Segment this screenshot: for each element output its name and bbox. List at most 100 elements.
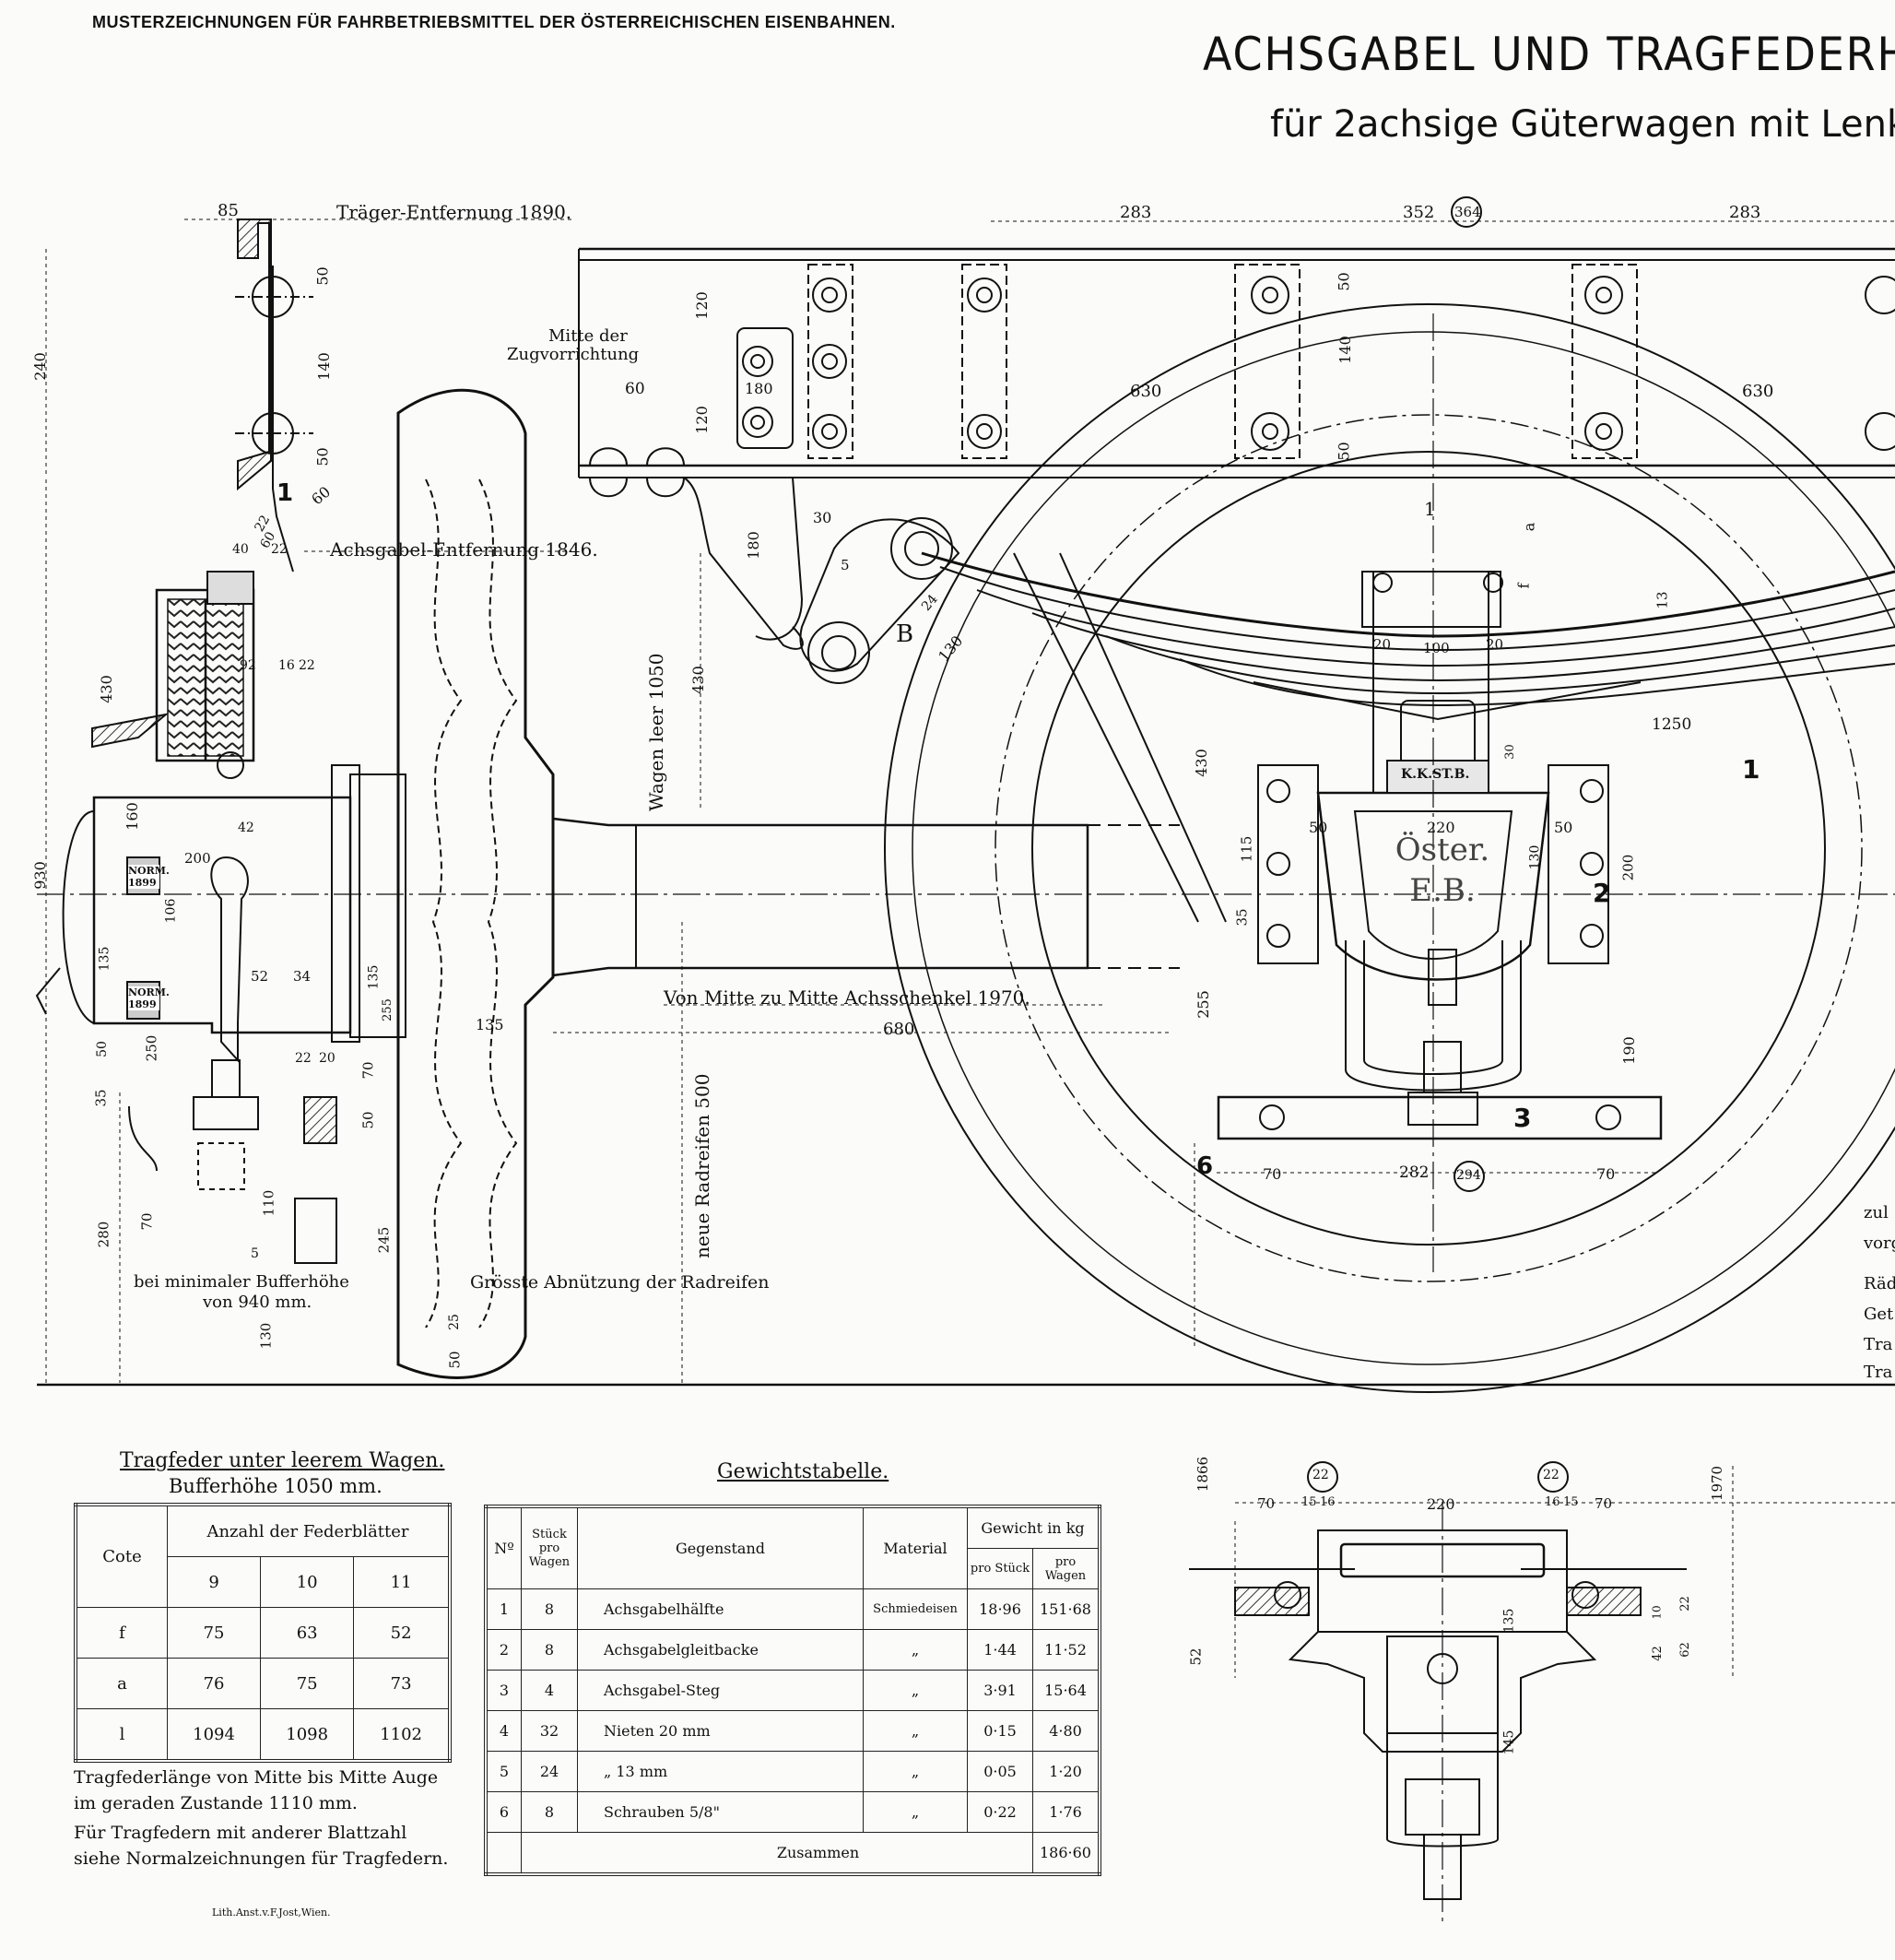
spring-cell: a	[75, 1658, 168, 1709]
weight-cell: „ 13 mm	[577, 1751, 864, 1792]
dim-200b: 200	[1619, 854, 1637, 881]
dim-70a: 70	[359, 1061, 377, 1080]
weight-cell: „	[863, 1670, 968, 1711]
weight-row: 2 8 Achsgabelgleitbacke „ 1·44 11·52	[485, 1629, 1101, 1671]
spring-note-4: siehe Normalzeichnungen für Tragfedern.	[74, 1848, 449, 1869]
weight-cell: 8	[521, 1791, 578, 1833]
dim-240: 240	[30, 352, 49, 381]
dim-106: 106	[163, 898, 179, 924]
dim-1250: 1250	[1652, 715, 1692, 734]
spring-cell: 1102	[353, 1708, 451, 1762]
weight-cell: Achsgabelhälfte	[577, 1588, 864, 1630]
weight-h-no: Nº	[485, 1505, 522, 1589]
wheel-side-view	[884, 303, 1895, 1393]
dim-70b: 70	[138, 1212, 156, 1231]
dim-35b: 35	[1233, 908, 1251, 927]
dim-62: 62	[1677, 1642, 1692, 1658]
weight-cell: 3	[485, 1670, 522, 1711]
circle-294	[1454, 1161, 1485, 1192]
weight-table-title: Gewichtstabelle.	[717, 1460, 889, 1483]
spring-row: f 75 63 52	[75, 1607, 451, 1659]
dim-160: 160	[123, 802, 141, 831]
oster-eb-marking: Öster. E.B.	[1395, 832, 1490, 909]
weight-h-material: Material	[863, 1505, 968, 1589]
weight-cell: 8	[521, 1629, 578, 1671]
dim-180a: 180	[745, 380, 773, 397]
norm-plate-1: NORM. 1899	[128, 865, 170, 889]
dim-50f: 50	[1335, 272, 1353, 291]
dim-220a: 220	[1427, 819, 1455, 836]
spring-shackle	[799, 517, 960, 684]
weight-total-label: Zusammen	[521, 1832, 1033, 1875]
weight-cell: 4	[485, 1710, 522, 1752]
dim-50c: 50	[94, 1041, 110, 1057]
von-mitte-label: Von Mitte zu Mitte Achsschenkel 1970.	[664, 986, 1030, 1009]
lithograph-credit: Lith.Anst.v.F.Jost,Wien.	[212, 1907, 331, 1919]
spring-table: Cote Anzahl der Federblätter 9 10 11 f 7…	[74, 1503, 452, 1763]
dim-1a: 1	[1424, 498, 1436, 520]
weight-cell: Schrauben 5/8"	[577, 1791, 864, 1833]
dim-50e: 50	[446, 1351, 464, 1369]
dim-100: 100	[1423, 640, 1450, 656]
frame-rivets	[742, 276, 1895, 451]
weight-cell: 24	[521, 1751, 578, 1792]
dim-22f: 22	[1543, 1468, 1560, 1482]
dim-135b: 135	[366, 964, 382, 990]
weight-cell: „	[863, 1629, 968, 1671]
dim-1866: 1866	[1195, 1456, 1212, 1493]
achsgabel-entfernung-label: Achsgabel-Entfernung 1846.	[330, 538, 598, 561]
weight-cell: 8	[521, 1588, 578, 1630]
weight-cell: 1·20	[1032, 1751, 1101, 1792]
dim-50h: 50	[1309, 819, 1328, 836]
side-note-3: Räd	[1864, 1274, 1895, 1293]
spring-cell: 1098	[260, 1708, 355, 1762]
weight-cell: Nieten 20 mm	[577, 1710, 864, 1752]
dim-140b: 140	[1336, 336, 1354, 364]
part-number-1: 1	[1742, 754, 1760, 785]
min-bufferhoehe-label-1: bei minimaler Bufferhöhe	[134, 1272, 349, 1292]
dim-70e: 70	[1257, 1495, 1276, 1512]
dim-145: 145	[1501, 1730, 1517, 1755]
weight-cell: 0·15	[967, 1710, 1033, 1752]
spring-note-3: Für Tragfedern mit anderer Blattzahl	[74, 1823, 407, 1843]
weight-cell: „	[863, 1710, 968, 1752]
spring-cell: 1094	[166, 1708, 262, 1762]
dim-430c: 430	[1192, 749, 1210, 777]
spring-note-2: im geraden Zustande 1110 mm.	[74, 1793, 358, 1813]
weight-h-gewicht: Gewicht in kg	[967, 1505, 1101, 1549]
weight-table: Nº Stück pro Wagen Gegenstand Material G…	[484, 1505, 1101, 1876]
dim-280: 280	[95, 1221, 112, 1248]
dim-5b: 5	[841, 557, 850, 573]
weight-cell: Schmiedeisen	[863, 1588, 968, 1630]
frame-angle-section	[235, 218, 313, 573]
drawing-subtitle: für 2achsige Güterwagen mit Lenka	[1270, 103, 1895, 146]
circle-364	[1451, 196, 1482, 228]
spring-cell: 63	[260, 1607, 355, 1659]
weight-cell: 5	[485, 1751, 522, 1792]
dim-22d: 22	[295, 1051, 312, 1066]
spring-cell: f	[75, 1607, 168, 1659]
weight-row: 5 24 „ 13 mm „ 0·05 1·20	[485, 1751, 1101, 1792]
spring-note-1: Tragfederlänge von Mitte bis Mitte Auge	[74, 1767, 439, 1788]
spring-col-cote: Cote	[75, 1504, 168, 1608]
dim-294: 294	[1456, 1168, 1481, 1183]
steg-detail	[1189, 1503, 1687, 1927]
weight-total: 186·60	[1032, 1832, 1101, 1875]
sheet-header: MUSTERZEICHNUNGEN FÜR FAHRBETRIEBSMITTEL…	[92, 13, 896, 31]
weight-cell: 32	[521, 1710, 578, 1752]
spring-col-9: 9	[166, 1556, 262, 1608]
weight-cell: 0·22	[967, 1791, 1033, 1833]
dim-16b: 16	[1545, 1495, 1560, 1509]
spring-col-11: 11	[353, 1556, 451, 1608]
dim-52b: 52	[1187, 1647, 1205, 1666]
spring-cell: l	[75, 1708, 168, 1762]
dim-282: 282	[1399, 1163, 1430, 1182]
dim-220b: 220	[1427, 1495, 1455, 1513]
min-bufferhoehe-label-2: von 940 mm.	[203, 1293, 312, 1312]
side-note-4: Get	[1864, 1305, 1894, 1324]
part-number-3: 3	[1513, 1103, 1532, 1133]
dim-42b: 42	[1650, 1646, 1665, 1661]
dim-22e: 22	[1312, 1468, 1329, 1482]
weight-cell: 6	[485, 1791, 522, 1833]
dim-680: 680	[883, 1020, 915, 1039]
